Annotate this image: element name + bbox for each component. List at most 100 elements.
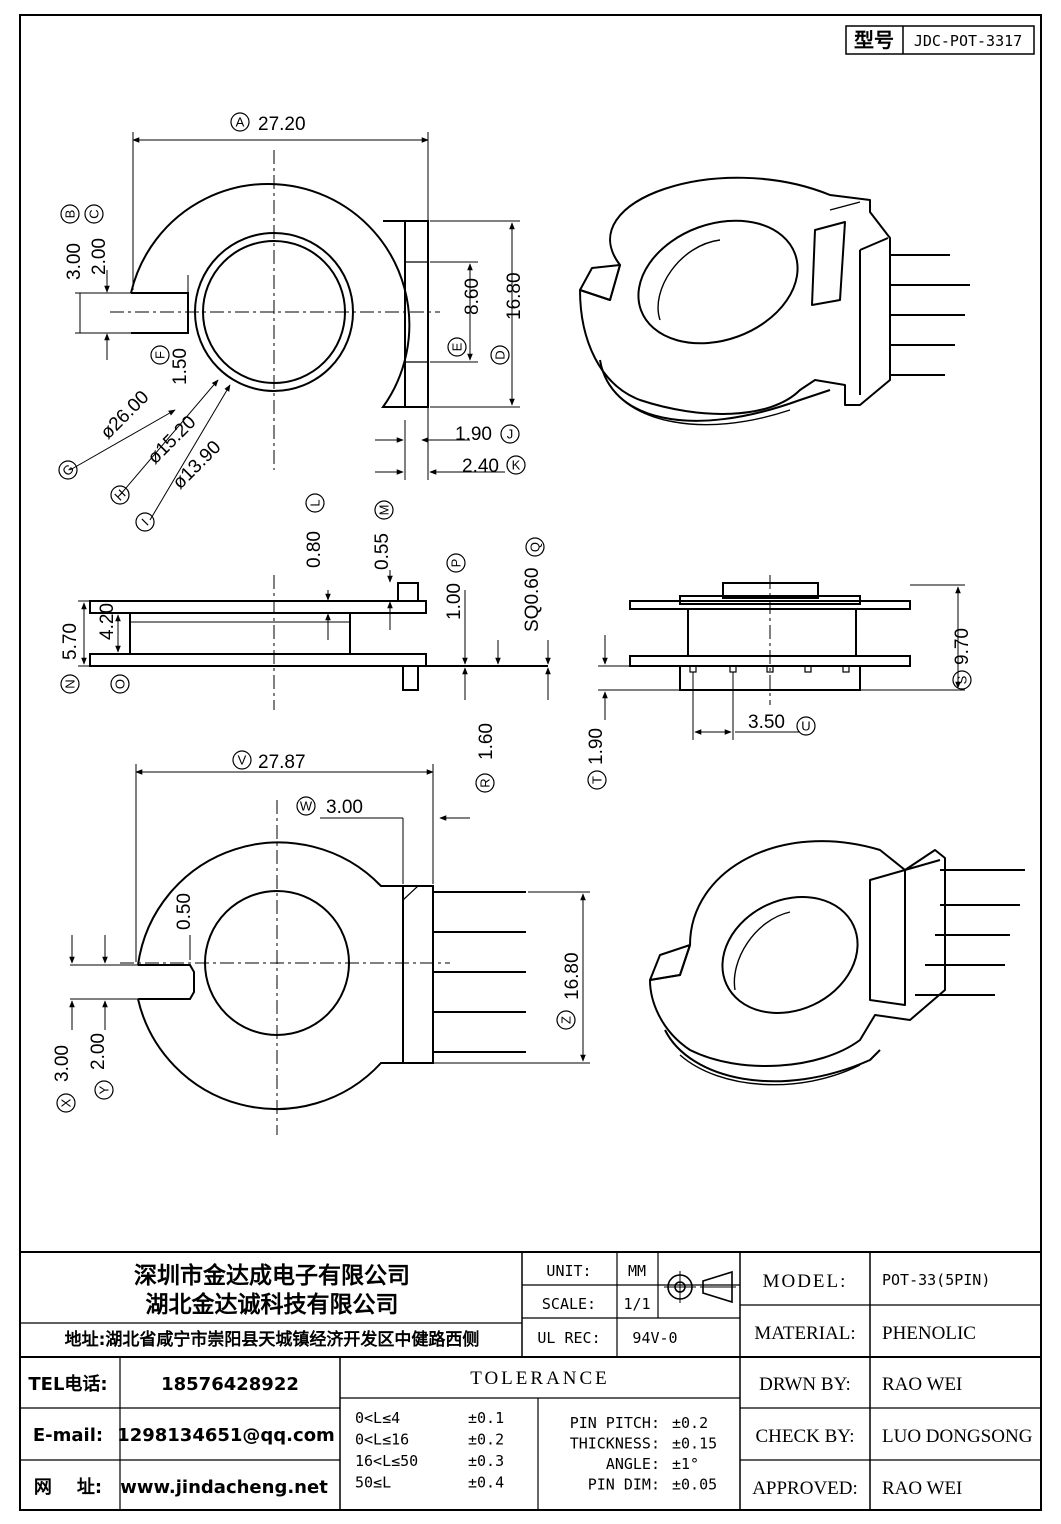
web-value[interactable]: www.jindacheng.net [120, 1477, 328, 1498]
dim-letter-circle-x [56, 1093, 76, 1113]
dim-value-r: 1.60 [476, 723, 497, 760]
unit-label: UNIT: [546, 1262, 591, 1280]
dim-letter-circle-r [475, 773, 495, 793]
isometric-view-top [579, 176, 970, 426]
drawn-by-label: DRWN BY: [759, 1374, 851, 1395]
dim-letter-c: C [87, 209, 102, 218]
dim-letter-circle-u [796, 716, 816, 736]
dim-letter-i: I [138, 515, 151, 528]
dim-letter-circle-i [135, 512, 155, 532]
dim-value-o: 4.20 [97, 603, 118, 640]
dim-value-n: 5.70 [60, 623, 81, 660]
dim-value-v: 27.87 [258, 752, 306, 773]
dim-letter-circle-z [556, 1010, 576, 1030]
dim-letter-circle-g [58, 460, 78, 480]
dim-letter-n: N [63, 679, 78, 688]
pin-tolerance-label: ANGLE: [606, 1455, 660, 1473]
tolerance-value: ±0.2 [468, 1431, 504, 1449]
dim-letter-circle-q [525, 537, 545, 557]
side-view [89, 582, 548, 691]
isometric-view-bottom [649, 840, 1025, 1086]
approved-value: RAO WEI [882, 1478, 962, 1499]
dim-letter-o: O [113, 679, 128, 689]
scale-label: SCALE: [542, 1295, 596, 1313]
tolerance-value: ±0.1 [468, 1409, 504, 1427]
scale-value: 1/1 [623, 1295, 650, 1313]
dim-letter-circle-f [150, 345, 170, 365]
dim-letter-e: E [450, 342, 465, 351]
dim-letter-circle-m [374, 500, 394, 520]
company-name-1: 深圳市金达成电子有限公司 [134, 1262, 410, 1289]
dim-value-b: 3.00 [64, 243, 85, 280]
dim-letter-l: L [308, 499, 323, 506]
model-box-label: 型号 [854, 28, 894, 52]
model-label: MODEL: [763, 1271, 848, 1292]
dim-value-y: 2.00 [88, 1033, 109, 1070]
tolerance-table: 0<L≤4±0.10<L≤16±0.216<L≤50±0.350≤L±0.4 [355, 1409, 504, 1492]
dim-letter-v: V [238, 753, 247, 768]
dim-letter-a: A [236, 115, 245, 130]
dim-letter-circle-j [500, 424, 520, 444]
dim-letter-circle-t [587, 770, 607, 790]
dim-letter-p: P [449, 559, 464, 568]
ulrec-value: 94V-0 [632, 1329, 677, 1347]
dim-letter-circle-l [305, 493, 325, 513]
top-view-dimensions [69, 132, 520, 521]
dim-letter-t: T [590, 776, 605, 784]
tolerance-range: 0<L≤4 [355, 1409, 400, 1427]
dim-value-q: SQ0.60 [522, 568, 543, 632]
dim-value-x: 3.00 [52, 1045, 73, 1082]
pin-tolerance-value: ±0.2 [672, 1414, 708, 1432]
dim-letter-circle-c [84, 204, 104, 224]
tolerance-title: TOLERANCE [470, 1368, 610, 1389]
dim-letter-r: R [478, 778, 493, 787]
dim-value-t: 1.90 [586, 728, 607, 765]
model-number-box: 型号 JDC-POT-3317 [845, 25, 1035, 55]
model-box-value: JDC-POT-3317 [914, 32, 1022, 50]
front-view-dimensions [598, 584, 965, 740]
sheet-border [19, 14, 1042, 1511]
dim-letter-circle-b [60, 204, 80, 224]
dim-value-e: 8.60 [462, 278, 483, 315]
dim-letter-circle-h [110, 485, 130, 505]
pin-tolerance-value: ±0.05 [672, 1476, 717, 1494]
dim-letter-d: D [493, 350, 508, 359]
dim-letter-circle-k [506, 455, 526, 475]
dim-value-j: 1.90 [455, 424, 492, 445]
tolerance-value: ±0.3 [468, 1452, 504, 1470]
dim-letter-z: Z [559, 1016, 574, 1024]
dim-value-g: ø26.00 [97, 387, 154, 444]
dim-value-m: 0.55 [372, 533, 393, 570]
dim-letter-circle-y [94, 1080, 114, 1100]
pin-tolerance-table: PIN PITCH:±0.2THICKNESS:±0.15ANGLE:±1°PI… [570, 1414, 717, 1494]
dim-letter-circle-n [60, 674, 80, 694]
dim-letter-j: J [507, 427, 514, 442]
dim-value-w2: 0.50 [174, 893, 195, 930]
company-name-2: 湖北金达诚科技有限公司 [146, 1291, 399, 1318]
email-value[interactable]: 1298134651@qq.com [117, 1425, 335, 1446]
dim-letter-b: B [63, 210, 78, 219]
drawn-by-value: RAO WEI [882, 1374, 962, 1395]
dim-letter-x: X [59, 1098, 74, 1107]
tel-value: 18576428922 [161, 1374, 299, 1395]
dim-value-l: 0.80 [304, 531, 325, 568]
tolerance-range: 0<L≤16 [355, 1431, 409, 1449]
pin-tolerance-label: THICKNESS: [570, 1435, 660, 1453]
projection-symbol-icon [664, 1270, 736, 1304]
dim-letter-circle-o [110, 674, 130, 694]
bottom-view-centerlines [120, 800, 450, 1135]
dim-value-f: 1.50 [170, 348, 191, 385]
unit-value: MM [628, 1262, 646, 1280]
dim-letter-k: K [512, 458, 521, 473]
dim-letter-circle-e [447, 337, 467, 357]
pin-tolerance-value: ±0.15 [672, 1435, 717, 1453]
dim-value-u: 3.50 [748, 712, 785, 733]
email-label: E-mail: [33, 1425, 103, 1446]
side-view-dimensions [78, 570, 551, 700]
tel-label: TEL电话: [28, 1373, 107, 1395]
pin-tolerance-label: PIN DIM: [588, 1476, 660, 1494]
dim-letter-circle-s [952, 670, 972, 690]
top-view-centerlines [110, 150, 440, 470]
material-label: MATERIAL: [754, 1323, 855, 1344]
material-value: PHENOLIC [882, 1323, 976, 1344]
